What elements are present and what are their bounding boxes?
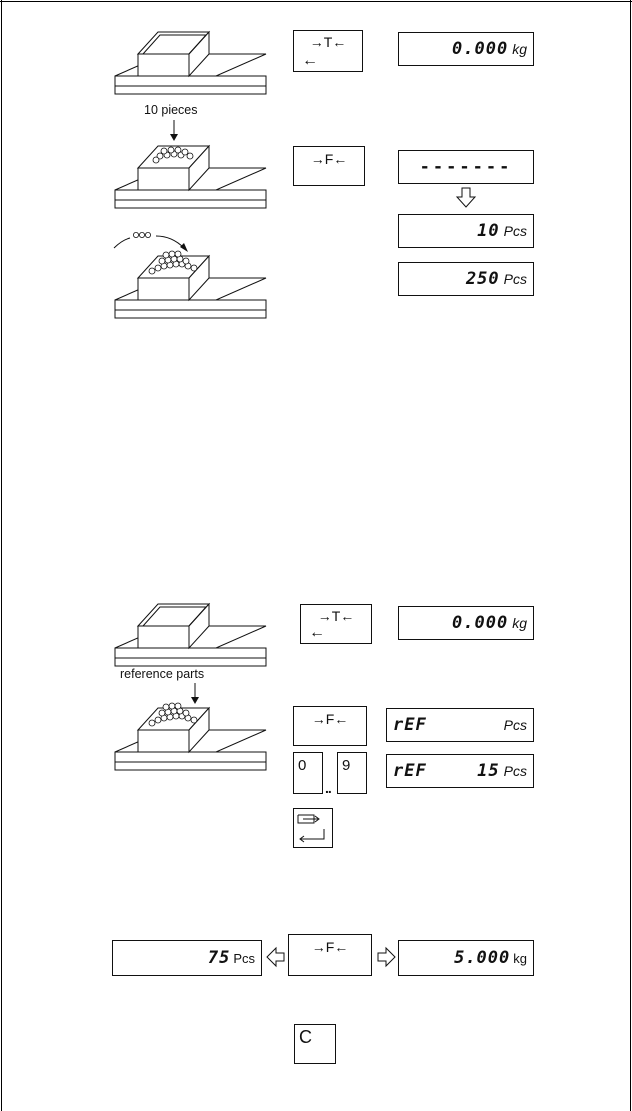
weight-display: 0.000 kg (398, 32, 534, 66)
weight-display: 0.000 kg (398, 606, 534, 640)
ref-display: rEF Pcs (386, 708, 534, 742)
scale-with-many-pieces (114, 250, 267, 319)
display-value: 5.000 (454, 948, 511, 968)
count-display: 10 Pcs (398, 214, 534, 248)
count-display-left: 75 Pcs (112, 940, 262, 976)
display-unit: Pcs (503, 223, 527, 239)
display-unit: Pcs (503, 717, 527, 733)
display-value: 0.000 (452, 613, 509, 633)
display-unit: Pcs (503, 763, 527, 779)
reference-parts-caption: reference parts (120, 667, 205, 681)
enter-arrow-icon: ← (302, 52, 318, 69)
function-key-label: →F← (311, 711, 349, 727)
tare-key[interactable]: →T← ← (300, 604, 372, 644)
enter-arrow-icon: ← (309, 624, 325, 641)
display-unit: kg (512, 41, 527, 57)
display-value: 75 (207, 948, 231, 968)
display-unit: kg (512, 615, 527, 631)
down-arrow-icon (191, 683, 199, 704)
enter-key[interactable] (293, 808, 333, 848)
hollow-left-arrow-icon (266, 946, 285, 968)
display-unit: kg (513, 950, 527, 966)
display-unit: Pcs (233, 950, 255, 966)
hollow-down-arrow-icon (455, 187, 477, 208)
scale-empty-container (114, 30, 267, 95)
digit-key-9-label: 9 (342, 757, 351, 774)
count-display-large: 250 Pcs (398, 262, 534, 296)
tare-key-label: →T← (309, 34, 347, 50)
display-ref: rEF (393, 761, 427, 781)
tare-key[interactable]: →T← ← (293, 30, 363, 72)
down-arrow-icon (170, 120, 178, 141)
clear-key-label: C (299, 1027, 312, 1047)
dash-display: ------- (398, 150, 534, 184)
scale-empty-container (114, 602, 267, 667)
key-range-dots: .. (325, 780, 332, 796)
display-ref: rEF (393, 715, 427, 735)
display-value: 10 (477, 221, 500, 241)
tare-key-label: →T← (317, 608, 355, 624)
digit-key-0[interactable]: 0 (293, 752, 323, 794)
scale-with-reference-parts (114, 702, 267, 771)
clear-key[interactable]: C (294, 1024, 336, 1064)
display-dashes: ------- (419, 157, 513, 177)
display-unit: Pcs (503, 271, 527, 287)
display-value: 0.000 (452, 39, 509, 59)
scale-with-pieces (114, 144, 267, 209)
pieces-caption: 10 pieces (144, 103, 198, 117)
enter-icon (297, 814, 325, 843)
function-key[interactable]: →F← (293, 146, 365, 186)
display-value: 15 (477, 761, 500, 781)
function-key[interactable]: →F← (293, 706, 367, 746)
function-key-label: →F← (310, 151, 348, 167)
function-key-label: →F← (311, 939, 349, 955)
function-key[interactable]: →F← (288, 934, 372, 976)
ref-count-display: rEF 15 Pcs (386, 754, 534, 788)
display-value: 250 (465, 269, 500, 289)
digit-key-9[interactable]: 9 (337, 752, 367, 794)
pouring-pieces-icon (113, 232, 188, 252)
digit-key-0-label: 0 (298, 757, 307, 774)
hollow-right-arrow-icon (377, 946, 396, 968)
weight-display-right: 5.000 kg (398, 940, 534, 976)
